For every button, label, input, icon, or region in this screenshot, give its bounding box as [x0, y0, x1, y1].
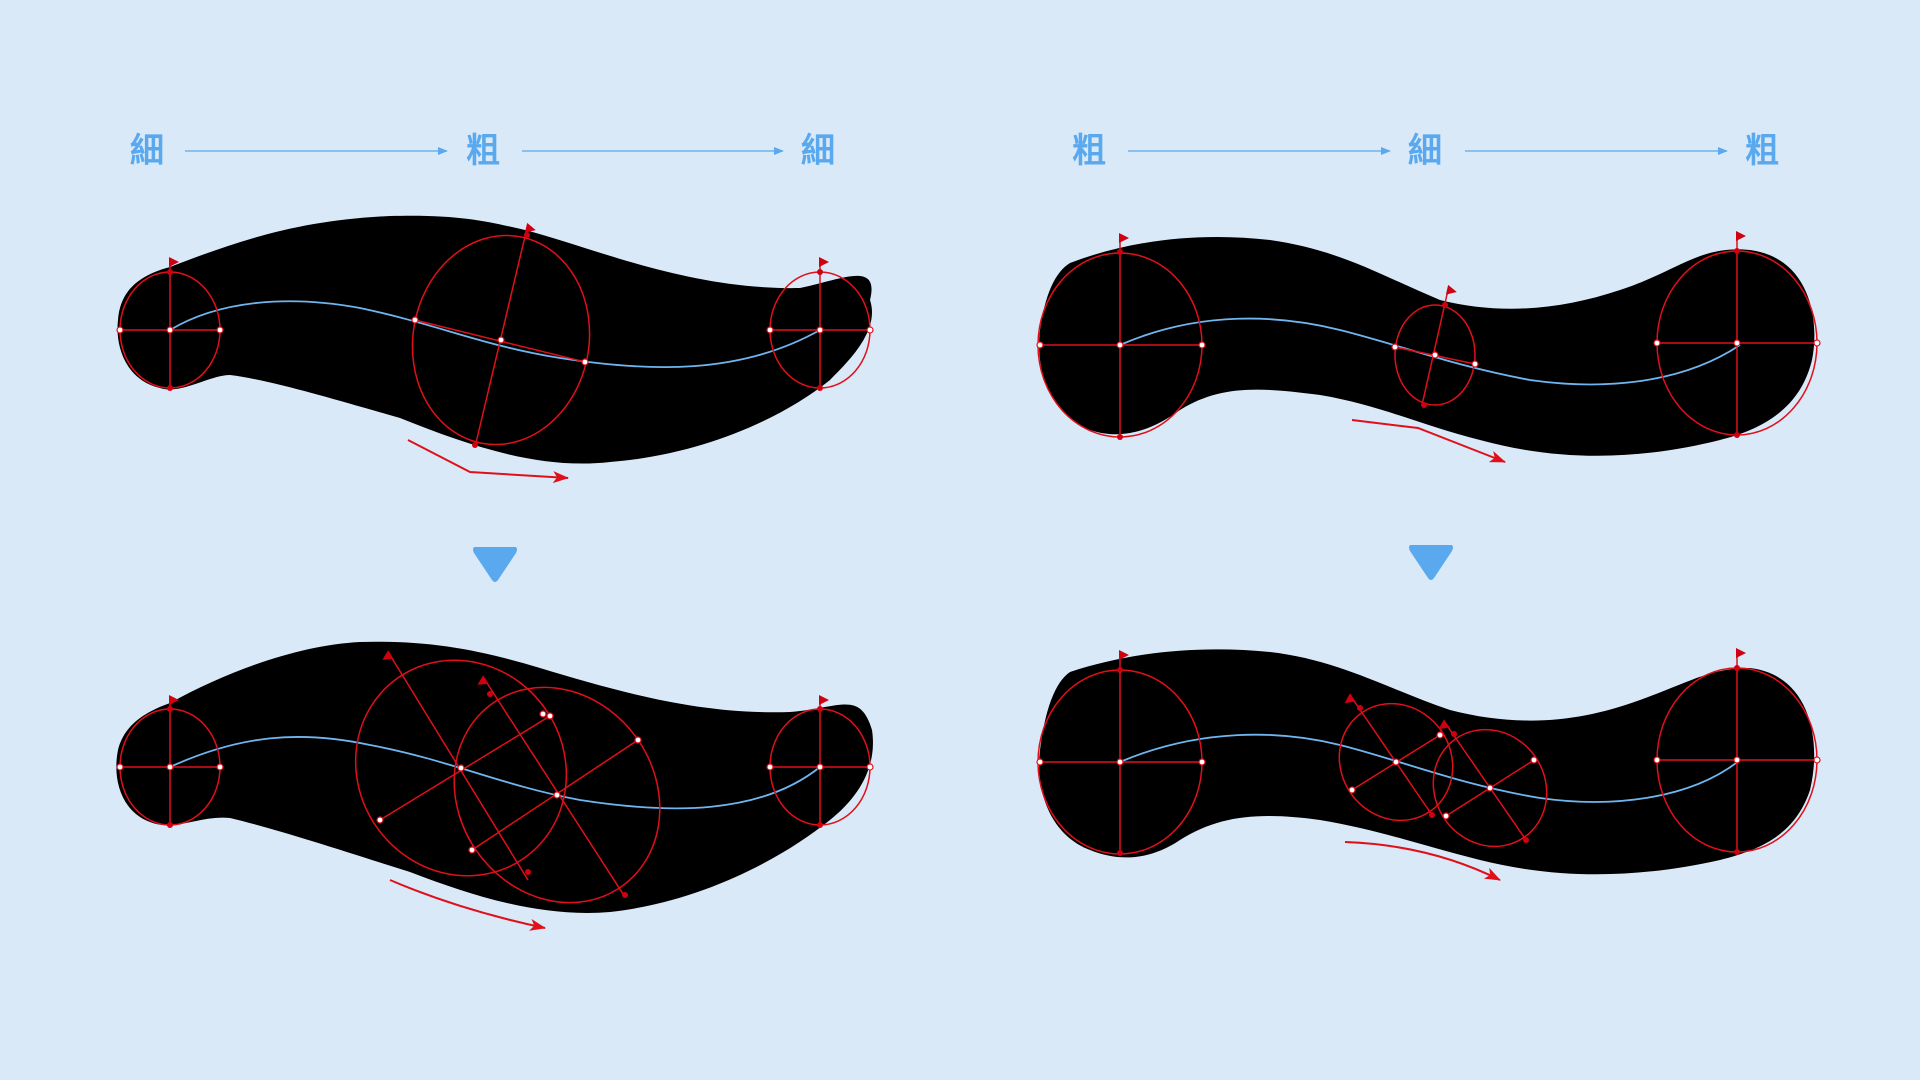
left-label-start: 細 — [130, 131, 164, 171]
right-direction-arrow-after — [1344, 841, 1501, 881]
right-middle-ellipse-after-a — [1338, 693, 1454, 822]
left-stroke-shape-after — [116, 641, 873, 913]
right-panel: 粗 細 粗 — [1036, 131, 1821, 881]
left-middle-ellipse-before — [411, 222, 591, 448]
right-spine-after — [1119, 733, 1741, 803]
right-direction-arrow-before — [1351, 419, 1506, 463]
right-middle-ellipse-before — [1391, 284, 1479, 408]
left-panel: 細 粗 細 — [116, 131, 874, 931]
left-direction-arrow-after — [389, 879, 546, 931]
right-end-circle-end — [1653, 231, 1821, 438]
left-direction-arrow-before — [407, 439, 569, 484]
right-label-end: 粗 — [1745, 131, 1779, 171]
left-stroke-after — [116, 641, 874, 931]
left-middle-ellipse-after-a — [354, 650, 568, 881]
right-end-circle-start-after — [1036, 650, 1206, 856]
right-middle-ellipse-after-b — [1432, 719, 1548, 848]
left-end-circle-start — [116, 257, 224, 391]
left-label-middle: 粗 — [466, 131, 500, 171]
left-end-circle-end-after — [766, 695, 874, 828]
right-down-triangle — [1409, 545, 1453, 580]
right-label-start: 粗 — [1072, 131, 1106, 171]
left-end-circle-end — [766, 257, 874, 391]
left-stroke-before — [116, 215, 874, 484]
right-label-middle: 細 — [1408, 131, 1442, 171]
right-stroke-after — [1036, 648, 1821, 881]
left-middle-ellipse-after-b — [453, 675, 661, 904]
right-stroke-shape-after — [1039, 649, 1815, 875]
right-stroke-shape-before — [1039, 236, 1815, 456]
right-end-circle-end-after — [1653, 648, 1821, 855]
left-spine-after — [169, 736, 821, 810]
left-header: 細 粗 細 — [130, 131, 835, 171]
left-spine-before — [169, 300, 821, 369]
right-header: 粗 細 粗 — [1072, 131, 1779, 171]
left-end-circle-start-after — [116, 695, 224, 828]
left-down-triangle — [473, 547, 517, 582]
left-label-end: 細 — [801, 131, 835, 171]
right-end-circle-start — [1036, 233, 1206, 440]
right-stroke-before — [1036, 231, 1821, 463]
